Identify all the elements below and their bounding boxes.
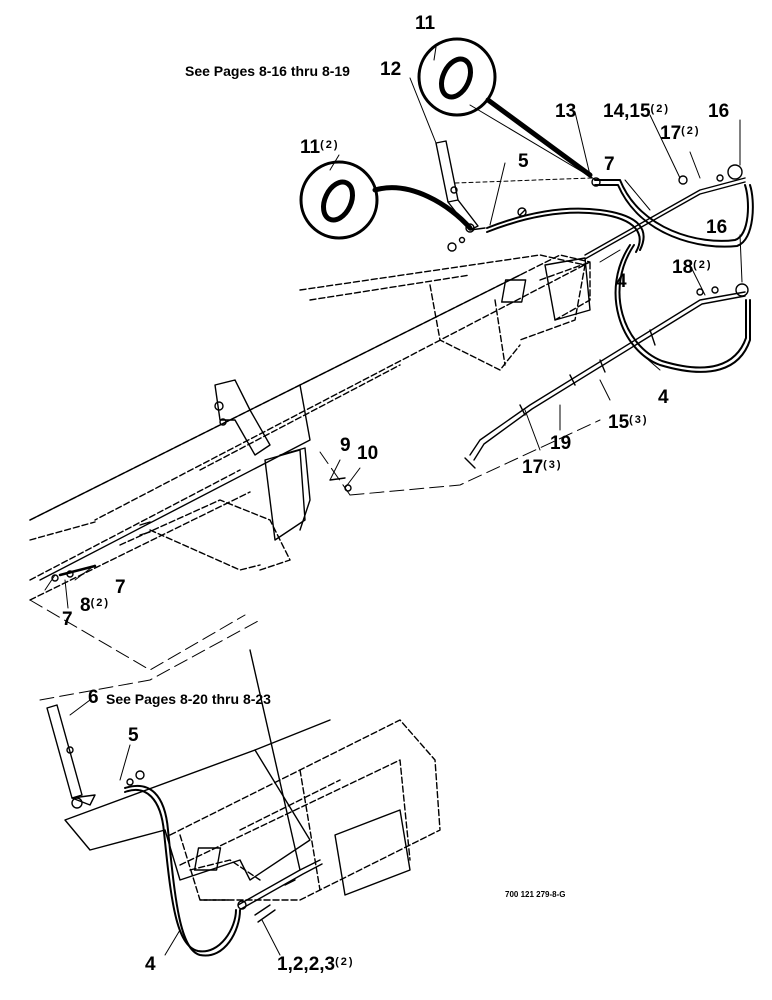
frame-inset [169, 719, 441, 901]
callout-11-mid-num: 11 [300, 137, 321, 158]
steel-line-bottom [237, 859, 323, 923]
callout-14-15-num: 14,15 [603, 101, 651, 122]
callout-7-right: 7 [604, 154, 615, 175]
hardware-small [51, 207, 527, 582]
callout-7-left-b: 7 [62, 609, 73, 630]
callout-18: 18(2) [672, 258, 713, 277]
figure-id: 700 121 279-8-G [505, 890, 566, 899]
o-ring-detail-icon [299, 160, 473, 240]
callout-18-qty: (2) [693, 259, 713, 271]
callout-6: 6 [88, 687, 99, 708]
callout-8-num: 8 [80, 595, 91, 616]
callout-18-num: 18 [672, 257, 694, 278]
callout-4-mid: 4 [616, 271, 627, 292]
callout-1-2-2-3: 1,2,2,3(2) [277, 955, 355, 974]
callout-5-bottom: 5 [128, 725, 139, 746]
callout-10: 10 [357, 443, 379, 464]
callout-11-mid-qty: (2) [320, 139, 340, 151]
steel-lines-top [464, 164, 749, 469]
hydraulic-hoses-top [486, 179, 754, 373]
callout-14-15: 14,15(2) [603, 102, 670, 121]
leader-lines-bottom [69, 699, 281, 956]
callout-11-top: 11 [415, 13, 436, 34]
callout-12: 12 [380, 59, 402, 80]
o-ring-detail-icon [417, 37, 593, 178]
callout-16-mid: 16 [706, 217, 728, 238]
callout-17-top-num: 17 [660, 123, 682, 144]
callout-1-2-2-3-qty: (2) [335, 956, 355, 968]
callout-14-15-qty: (2) [650, 103, 670, 115]
cylinder-bottom [46, 704, 145, 809]
frame-inset-outline [64, 649, 411, 896]
callout-17-top-qty: (2) [681, 125, 701, 137]
hydraulic-hose-bottom [124, 784, 241, 957]
callout-17-top: 17(2) [660, 124, 701, 143]
note-see-pages-top: See Pages 8-16 thru 8-19 [185, 63, 350, 79]
callout-5-top: 5 [518, 151, 529, 172]
callout-15-num: 15 [608, 412, 630, 433]
leader-outlines [29, 419, 601, 701]
main-frame-outline [29, 257, 591, 581]
cylinder-top [435, 140, 486, 252]
callout-19: 19 [550, 433, 572, 454]
callout-9: 9 [340, 435, 351, 456]
callout-4-right: 4 [658, 387, 669, 408]
callout-1-2-2-3-num: 1,2,2,3 [277, 954, 336, 975]
callout-8-qty: (2) [90, 597, 111, 609]
callout-13: 13 [555, 101, 577, 122]
callout-7-left-a: 7 [115, 577, 126, 598]
leader-lines [44, 46, 743, 609]
callout-17-low-num: 17 [522, 457, 544, 478]
callout-16-top: 16 [708, 101, 730, 122]
callout-15-qty: (3) [629, 414, 649, 426]
note-see-pages-bottom: See Pages 8-20 thru 8-23 [106, 691, 271, 707]
callout-8: 8(2) [80, 596, 110, 615]
callout-4-bottom: 4 [145, 954, 156, 975]
callout-15: 15(3) [608, 413, 649, 432]
callout-17-low: 17(3) [522, 458, 563, 477]
callout-17-low-qty: (3) [543, 459, 563, 471]
callout-11-mid: 11(2) [300, 138, 340, 157]
